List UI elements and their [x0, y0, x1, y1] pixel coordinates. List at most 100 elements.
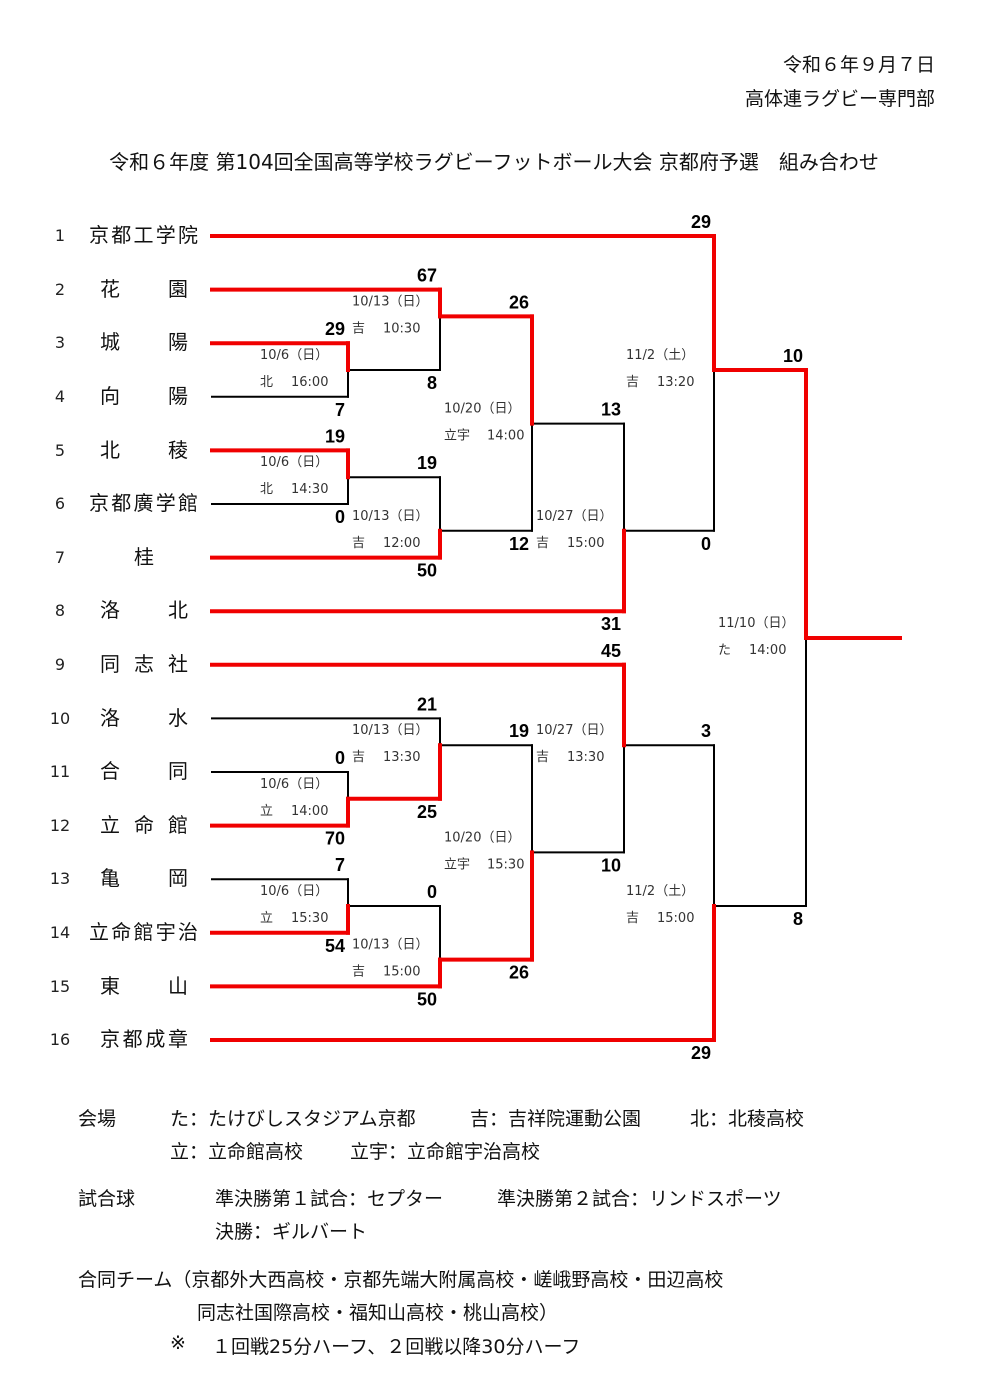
- match-time: 14:00: [487, 429, 524, 444]
- score-top: 10: [783, 346, 803, 366]
- team-seed: 4: [54, 386, 66, 406]
- match-time: 15:00: [567, 536, 604, 551]
- team-row: 6 京都廣学館: [0, 477, 210, 531]
- team-name: 桂: [134, 544, 154, 569]
- score-bottom: 8: [427, 373, 437, 393]
- match-ball-label: 試合球: [78, 1188, 136, 1210]
- score-top: 19: [325, 426, 345, 446]
- score-bottom: 70: [325, 829, 345, 849]
- team-row: 4 向陽: [0, 370, 210, 424]
- venue-item: た：たけびしスタジアム京都: [170, 1108, 416, 1130]
- team-row: 16 京都成章: [0, 1013, 210, 1067]
- team-name: 城陽: [100, 330, 188, 355]
- joint-team-line-1: 合同チーム（京都外大西高校・京都先端大附属高校・嵯峨野高校・田辺高校: [78, 1269, 724, 1291]
- team-name: 合同: [100, 759, 188, 784]
- team-seed: 7: [54, 547, 66, 567]
- match-venue: 吉: [536, 536, 549, 551]
- score-bottom: 26: [509, 963, 529, 983]
- team-name: 立命館宇治: [89, 919, 198, 944]
- score-top: 0: [427, 882, 437, 902]
- match-date: 11/2（土）: [626, 348, 694, 363]
- page-title: 令和６年度 第104回全国高等学校ラグビーフットボール大会 京都府予選 組み合わ…: [109, 150, 879, 174]
- score-bottom: 50: [417, 989, 437, 1009]
- team-seed: 12: [49, 815, 71, 835]
- team-row: 15 東山: [0, 960, 210, 1014]
- team-row: 9 同志社: [0, 638, 210, 692]
- score-bottom: 7: [335, 400, 345, 420]
- team-seed: 15: [49, 976, 71, 996]
- match-time: 14:00: [749, 643, 786, 658]
- score-top: 19: [509, 721, 529, 741]
- score-top: 29: [691, 212, 711, 232]
- team-name: 東山: [100, 973, 188, 998]
- score-bottom: 54: [325, 936, 345, 956]
- match-date: 10/13（日）: [352, 723, 428, 738]
- score-bottom: 0: [335, 507, 345, 527]
- score-top: 0: [335, 748, 345, 768]
- match-venue: 立: [260, 911, 273, 926]
- match-venue: 立宇: [444, 429, 470, 444]
- match-date: 10/20（日）: [444, 830, 520, 845]
- team-seed: 2: [54, 279, 66, 299]
- match-date: 10/20（日）: [444, 402, 520, 417]
- match-ball-item: 決勝：ギルバート: [215, 1221, 368, 1243]
- team-seed: 8: [54, 601, 66, 621]
- match-ball-item: 準決勝第２試合：リンドスポーツ: [497, 1188, 782, 1210]
- venue-label: 会場: [78, 1108, 117, 1130]
- match-venue: 吉: [352, 536, 365, 551]
- team-seed: 9: [54, 654, 66, 674]
- match-date: 10/6（日）: [260, 884, 328, 899]
- team-name: 京都工学院: [89, 223, 198, 248]
- match-date: 10/6（日）: [260, 455, 328, 470]
- match-venue: 吉: [626, 375, 639, 390]
- team-seed: 13: [49, 869, 71, 889]
- team-seed: 16: [49, 1030, 71, 1050]
- match-time: 10:30: [383, 321, 420, 336]
- score-bottom: 50: [417, 561, 437, 581]
- score-bottom: 29: [691, 1043, 711, 1063]
- match-date: 11/10（日）: [718, 616, 794, 631]
- score-bottom: 25: [417, 802, 437, 822]
- team-name: 同志社: [100, 651, 188, 676]
- match-date: 10/27（日）: [536, 509, 612, 524]
- match-venue: 立: [260, 804, 273, 819]
- match-time: 14:00: [291, 804, 328, 819]
- match-venue: 北: [260, 375, 273, 390]
- bracket-lines-winner: [210, 234, 902, 1042]
- team-name: 向陽: [100, 383, 188, 408]
- score-top: 45: [601, 641, 621, 661]
- venue-item: 北：北稜高校: [690, 1108, 805, 1130]
- score-bottom: 12: [509, 534, 529, 554]
- match-venue: 北: [260, 482, 273, 497]
- team-row: 1 京都工学院: [0, 209, 210, 263]
- score-top: 29: [325, 319, 345, 339]
- match-time: 13:30: [383, 750, 420, 765]
- score-top: 13: [601, 400, 621, 420]
- venue-item: 立宇：立命館宇治高校: [350, 1141, 541, 1163]
- team-name: 京都成章: [100, 1027, 188, 1052]
- match-time: 13:20: [657, 375, 694, 390]
- team-name: 京都廣学館: [89, 491, 198, 516]
- team-name: 立命館: [100, 812, 188, 837]
- match-venue: 吉: [352, 965, 365, 980]
- team-name: 洛水: [100, 705, 188, 730]
- team-seed: 1: [54, 226, 66, 246]
- team-seed: 5: [54, 440, 66, 460]
- bracket-lines-black: [211, 315, 807, 961]
- team-seed: 6: [54, 494, 66, 514]
- match-date: 10/27（日）: [536, 723, 612, 738]
- score-bottom: 8: [793, 909, 803, 929]
- score-top: 7: [335, 855, 345, 875]
- match-venue: 吉: [352, 321, 365, 336]
- score-top: 21: [417, 694, 437, 714]
- match-venue: 吉: [626, 911, 639, 926]
- organizer: 高体連ラグビー専門部: [744, 88, 935, 110]
- match-time: 14:30: [291, 482, 328, 497]
